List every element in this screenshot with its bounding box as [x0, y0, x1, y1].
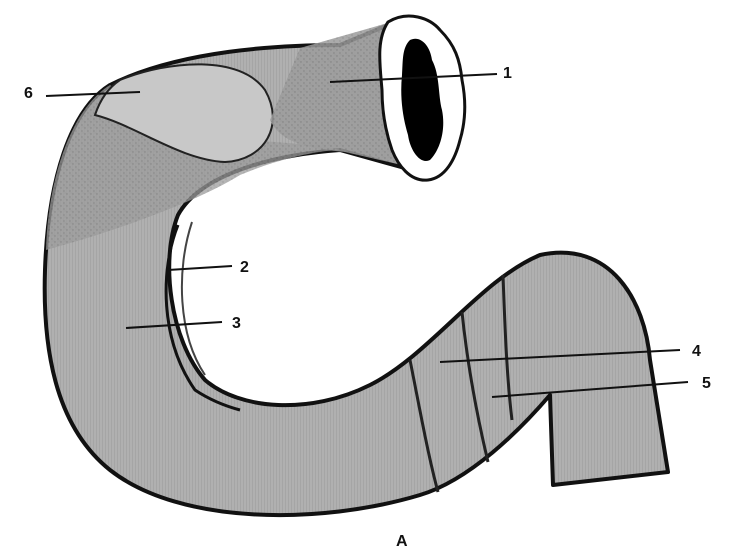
- label-2: 2: [240, 259, 249, 276]
- label-3: 3: [232, 315, 241, 332]
- label-5: 5: [702, 375, 711, 392]
- label-4: 4: [692, 343, 701, 360]
- label-1: 1: [503, 65, 512, 82]
- label-6: 6: [24, 85, 33, 102]
- figure-caption: A: [396, 533, 408, 550]
- leader-line-2: [168, 266, 232, 270]
